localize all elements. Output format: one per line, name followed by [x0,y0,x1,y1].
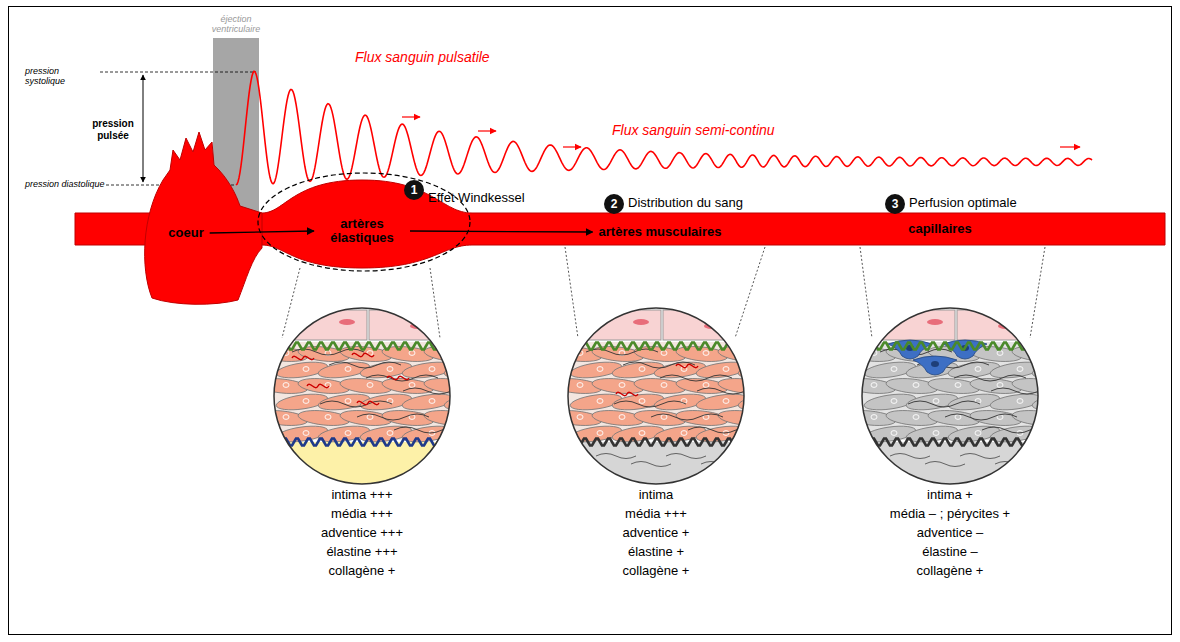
node-text: capillaires [908,222,972,236]
node-text: coeur [168,226,203,240]
heart-shape [145,132,262,304]
zoom-circle [843,308,1084,502]
pressure-label: pression diastolique [25,179,105,189]
callout-title: Effet Windkessel [428,191,568,206]
callout-number: 2 [604,196,624,212]
zoom-ellipse [258,173,470,271]
layer-property: intima [566,488,746,503]
pulse-arrow [143,75,144,182]
layer-property: élastine +++ [272,545,452,560]
node-text: artères élastiques [320,217,404,245]
flow-arrow [410,231,593,232]
layer-property: adventice + [566,526,746,541]
layer-property: élastine + [566,545,746,560]
callout-number: 3 [885,196,905,212]
layer-property: média +++ [272,507,452,522]
vessel-segment: artères élastiques [318,216,406,246]
layer-property: collagène + [860,564,1040,579]
layer-property: élastine – [860,545,1040,560]
zoom-circle [255,308,496,502]
callout-title: Distribution du sang [628,196,788,211]
heart-label: coeur [166,225,205,241]
flow-arrow [210,231,314,233]
node-text: artères musculaires [599,225,722,239]
systolic-line [100,72,256,73]
vessel-segment: capillaires [906,221,974,237]
layer-property: adventice – [860,526,1040,541]
pressure-label: pression systolique [25,66,100,87]
layer-property: adventice +++ [272,526,452,541]
layer-property: intima + [860,488,1040,503]
histology-views [255,308,1084,502]
layer-property: intima +++ [272,488,452,503]
wave-line [236,71,1092,185]
vessel-segment: artères musculaires [597,224,724,240]
flow-label: Flux sanguin semi-continu [612,122,832,138]
flow-label: Flux sanguin pulsatile [355,49,555,65]
layer-property: collagène + [566,564,746,579]
flow-arrows [402,117,1080,147]
layer-property: média – ; pérycites + [860,507,1040,522]
layer-property: média +++ [566,507,746,522]
pressure-label: pression pulsée [88,118,138,141]
callout-number: 1 [404,182,424,198]
layer-property: collagène + [272,564,452,579]
ejection-label: éjection ventriculaire [206,14,266,35]
pressure-wave [236,71,1092,185]
frame [9,7,1172,635]
callout-title: Perfusion optimale [909,196,1069,211]
zoom-circle [549,308,790,502]
callout-circles [404,180,905,214]
